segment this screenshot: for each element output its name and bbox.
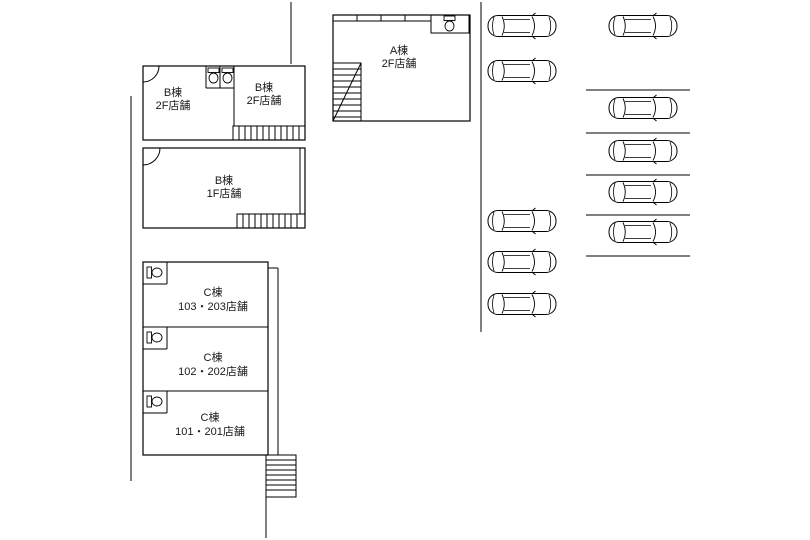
building-a-label-line2: 2F店舗 (382, 56, 417, 70)
building-b2f-right-label-line1: B棟 (255, 80, 273, 94)
building-c-102-label-line1: C棟 (204, 350, 223, 364)
building-c-corridor-wall (268, 267, 279, 455)
car-icon (487, 248, 557, 276)
building-a-wc-room (430, 14, 470, 34)
car-icon (487, 57, 557, 85)
car-icon (608, 178, 678, 206)
building-c-103-label-line2: 103・203店舗 (178, 299, 248, 313)
toilet-icon (221, 67, 234, 84)
building-b2f-left-label-line2: 2F店舗 (156, 98, 191, 112)
parking-left-column (487, 12, 557, 318)
building-c-102-label-line2: 102・202店舗 (178, 364, 248, 378)
car-icon (487, 12, 557, 40)
building-b2f-wc-stalls (205, 66, 235, 89)
building-b1f-outline (142, 147, 306, 229)
toilet-icon (146, 331, 163, 344)
car-icon (487, 207, 557, 235)
building-c-unit-dividers (143, 326, 268, 392)
building-b1f-label-line1: B棟 (215, 173, 233, 187)
building-b2f-door-arc (142, 65, 160, 83)
car-icon (487, 290, 557, 318)
building-b2f-right-label-line2: 2F店舗 (247, 93, 282, 107)
toilet-icon (146, 266, 163, 279)
building-c: C棟 103・203店舗 C棟 102・202店舗 C棟 101・201店舗 (142, 261, 297, 498)
building-c-101-label-line1: C棟 (201, 410, 220, 424)
building-c-wc-stalls (143, 262, 168, 414)
toilet-icon (207, 67, 220, 84)
building-b1f-label-line2: 1F店舗 (207, 186, 242, 200)
building-a-label-line1: A棟 (390, 43, 408, 57)
site-boundary-lines (130, 2, 482, 538)
building-c-101-label-line2: 101・201店舗 (175, 424, 245, 438)
car-icon (608, 137, 678, 165)
staircase-c (265, 454, 297, 498)
building-b1f-door-arc (142, 147, 161, 166)
building-a-window-band (333, 15, 431, 22)
staircase-b2f (232, 125, 306, 141)
building-c-outline (142, 261, 269, 456)
building-b1f: B棟 1F店舗 (142, 147, 306, 229)
car-icon (608, 218, 678, 246)
toilet-icon (443, 15, 456, 32)
staircase-b1f (236, 213, 306, 229)
building-b2f: B棟 2F店舗 B棟 2F店舗 (142, 65, 306, 141)
building-a: A棟 2F店舗 (332, 14, 471, 122)
staircase-a (332, 62, 362, 122)
car-icon (608, 94, 678, 122)
parking-stall-lines (586, 89, 690, 257)
building-b2f-left-label-line1: B棟 (164, 85, 182, 99)
toilet-icon (146, 395, 163, 408)
building-c-103-label-line1: C棟 (204, 285, 223, 299)
car-icon (608, 12, 678, 40)
building-b2f-outline (142, 65, 306, 141)
parking-right-column (608, 12, 678, 246)
